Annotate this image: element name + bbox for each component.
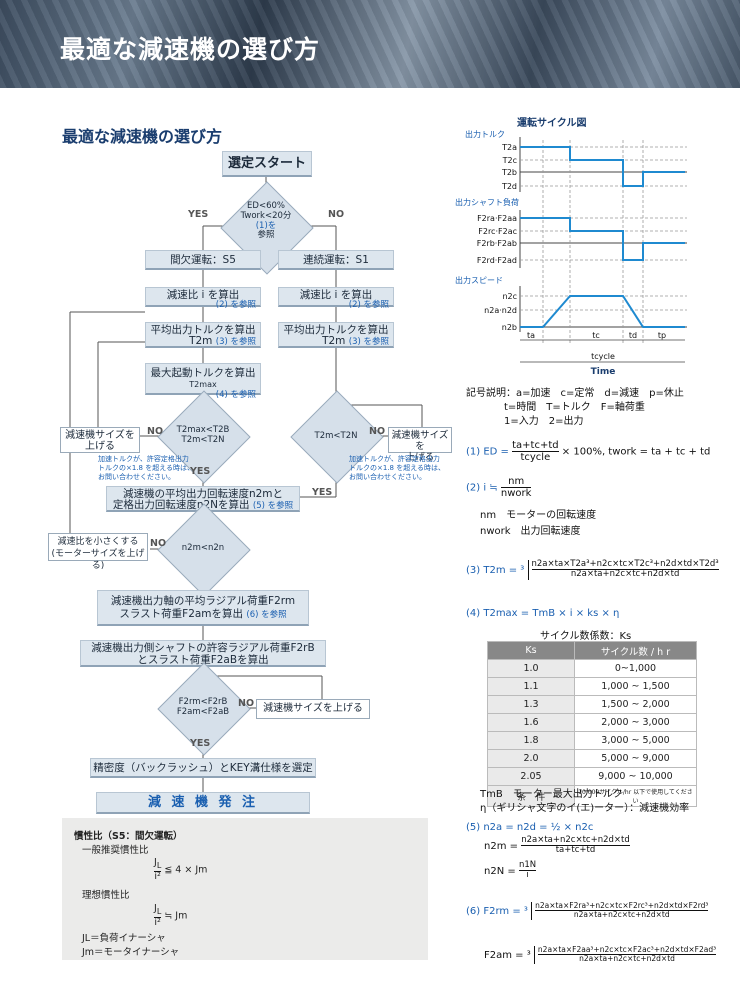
eta-text: η（ギリシャ文字のイ(エ)ーター）：減速機効率 xyxy=(480,803,690,814)
svg-text:F2ra·F2aa: F2ra·F2aa xyxy=(477,214,517,223)
svg-text:tp: tp xyxy=(658,331,666,340)
allowable-load-box: 減速機出力側シャフトの許容ラジアル荷重F2rB とスラスト荷重F2aBを算出 xyxy=(80,640,326,667)
formula-2-nwork: nwork 出力回転速度 xyxy=(480,526,581,537)
svg-text:td: td xyxy=(629,331,637,340)
note-right: 加速トルクが、許容定格出力 トルクの×1.8 を超える時は、 お問い合わせくださ… xyxy=(349,455,446,481)
formula-5: (5) n2a = n2d = ½ × n2c xyxy=(466,822,594,833)
ratio-left-box: 減速比 i を算出 (2) を参照 xyxy=(145,287,261,310)
svg-text:ta: ta xyxy=(527,331,535,340)
shaft-label: 出力シャフト負荷 xyxy=(455,197,519,207)
section-title: 最適な減速機の選び方 xyxy=(62,127,223,146)
size-up-box: 減速機サイズを上げる xyxy=(256,699,370,719)
cycle-diagram: 運転サイクル図 出力トルク 出力シャフト負荷 出力スピード T2a T2c T2… xyxy=(455,116,687,377)
formula-6: (6) F2rm = ³ n2a×ta×F2ra³+n2c×tc×F2rc³+n… xyxy=(466,901,709,920)
yes-label-1: YES xyxy=(188,209,209,220)
svg-text:tcycle: tcycle xyxy=(591,352,615,361)
svg-text:F2rb·F2ab: F2rb·F2ab xyxy=(477,239,517,248)
svg-text:T2a: T2a xyxy=(501,143,517,152)
no-label-3: NO xyxy=(369,426,386,437)
legend-line-1: 記号説明：a=加速 c=定常 d=減速 p=休止 xyxy=(466,388,684,399)
note-left: 加速トルクが、許容定格出力 トルクの×1.8 を超える時は、 お問い合わせくださ… xyxy=(98,455,195,481)
decision-load-text: F2rm<F2rB F2am<F2aB xyxy=(176,697,230,717)
radial-load-box: 減速機出力軸の平均ラジアル荷重F2rm スラスト荷重F2amを算出 (6) を参… xyxy=(97,590,309,626)
yes-label-3: YES xyxy=(312,487,333,498)
reduce-ratio-box: 減速比を小さくする (モーターサイズを上げる) xyxy=(48,533,148,571)
inertia-jm: Jm＝モータイナーシャ xyxy=(82,947,180,958)
torque-label: 出力トルク xyxy=(465,129,505,139)
decision-torque-text: T2max<T2B T2m<T2N xyxy=(176,425,230,445)
svg-text:T2d: T2d xyxy=(501,182,517,191)
start-box: 選定スタート xyxy=(222,151,312,177)
yes-label-2: YES xyxy=(190,466,211,477)
torque-right-box: 平均出力トルクを算出 T2m (3) を参照 xyxy=(278,322,394,348)
formula-3: (3) T2m = ³ n2a×ta×T2a³+n2c×tc×T2c³+n2d×… xyxy=(466,559,719,580)
inertia-general: 一般推奨慣性比 xyxy=(82,845,149,856)
svg-text:T2b: T2b xyxy=(501,168,517,177)
svg-text:n2c: n2c xyxy=(502,292,517,301)
s1-box: 連続運転：S1 xyxy=(278,250,394,270)
svg-text:n2a·n2d: n2a·n2d xyxy=(484,306,517,315)
cycle-title: 運転サイクル図 xyxy=(517,116,587,129)
size-up-left-box: 減速機サイズを 上げる xyxy=(60,427,140,453)
s5-box: 間欠運転：S5 xyxy=(145,250,261,270)
svg-text:T2c: T2c xyxy=(502,156,517,165)
decision-t2m-text: T2m<T2N xyxy=(314,431,358,441)
ks-table-title: サイクル数係数：Ks xyxy=(540,631,632,642)
time-axis-label: Time xyxy=(591,367,616,377)
ratio-right-box: 減速比 i を算出 (2) を参照 xyxy=(278,287,394,310)
svg-text:tc: tc xyxy=(592,331,600,340)
no-label-2: NO xyxy=(147,426,164,437)
s5-label: 間欠運転：S5 xyxy=(170,254,236,266)
legend-line-3: 1=入力 2=出力 xyxy=(504,416,584,427)
no-label-5: NO xyxy=(238,698,255,709)
svg-text:F2rc·F2ac: F2rc·F2ac xyxy=(478,227,517,236)
precision-box: 精密度（バックラッシュ）とKEY溝仕様を選定 xyxy=(90,758,316,778)
svg-text:F2rd·F2ad: F2rd·F2ad xyxy=(477,256,517,265)
inertia-jl: JL＝負荷イナーシャ xyxy=(82,933,166,944)
size-up-right-box: 減速機サイズを 上げる xyxy=(388,427,452,463)
formula-6b: F2am = ³ n2a×ta×F2aa³+n2c×tc×F2ac³+n2d×t… xyxy=(484,945,717,964)
order-box: 減 速 機 発 注 xyxy=(96,792,310,814)
formula-2-nm: nm モーターの回転速度 xyxy=(480,510,597,521)
no-label-4: NO xyxy=(150,538,167,549)
formula-4: (4) T2max = TmB × i × ks × η xyxy=(466,608,620,619)
banner-title: 最適な減速機の選び方 xyxy=(60,35,321,64)
s1-label: 連続運転：S1 xyxy=(303,254,369,266)
speed-label: 出力スピード xyxy=(455,275,503,285)
inertia-title: 慣性比（S5：間欠運転） xyxy=(74,831,183,842)
svg-text:n2b: n2b xyxy=(502,323,517,332)
decision-ed-text: ED<60% Twork<20分 (1)を 参照 xyxy=(240,201,292,241)
inertia-ideal: 理想慣性比 xyxy=(82,890,130,901)
decision-speed-text: n2m<n2n xyxy=(181,543,225,553)
start-label: 選定スタート xyxy=(227,156,306,171)
tmb-text: TmB モーター最大出力トルク xyxy=(480,789,623,800)
header-banner xyxy=(0,0,740,88)
yes-label-5: YES xyxy=(190,738,211,749)
torque-left-box: 平均出力トルクを算出 T2m (3) を参照 xyxy=(145,322,261,348)
legend-line-2: t=時間 T=トルク F=軸荷重 xyxy=(504,402,645,413)
no-label-1: NO xyxy=(328,209,345,220)
